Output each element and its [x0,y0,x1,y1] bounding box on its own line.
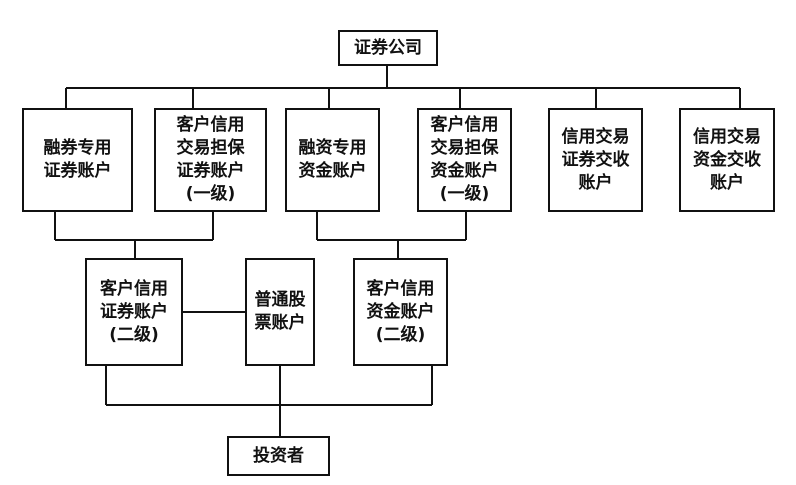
client-credit-securities-level1-box: 客户信用 交易担保 证券账户 (一级) [154,108,267,212]
margin-financing-funds-account-box: 融资专用 资金账户 [285,108,380,212]
securities-company-box: 证券公司 [338,30,438,66]
margin-short-securities-account-box: 融券专用 证券账户 [22,108,133,212]
investor-box: 投资者 [227,436,330,476]
client-credit-funds-level1-box: 客户信用 交易担保 资金账户 (一级) [417,108,512,212]
ordinary-stock-account-box: 普通股 票账户 [245,258,315,366]
client-credit-funds-level2-box: 客户信用 资金账户 (二级) [353,258,448,366]
credit-settlement-securities-account-box: 信用交易 证券交收 账户 [548,108,643,212]
client-credit-securities-level2-box: 客户信用 证券账户 (二级) [85,258,183,366]
credit-settlement-funds-account-box: 信用交易 资金交收 账户 [679,108,775,212]
